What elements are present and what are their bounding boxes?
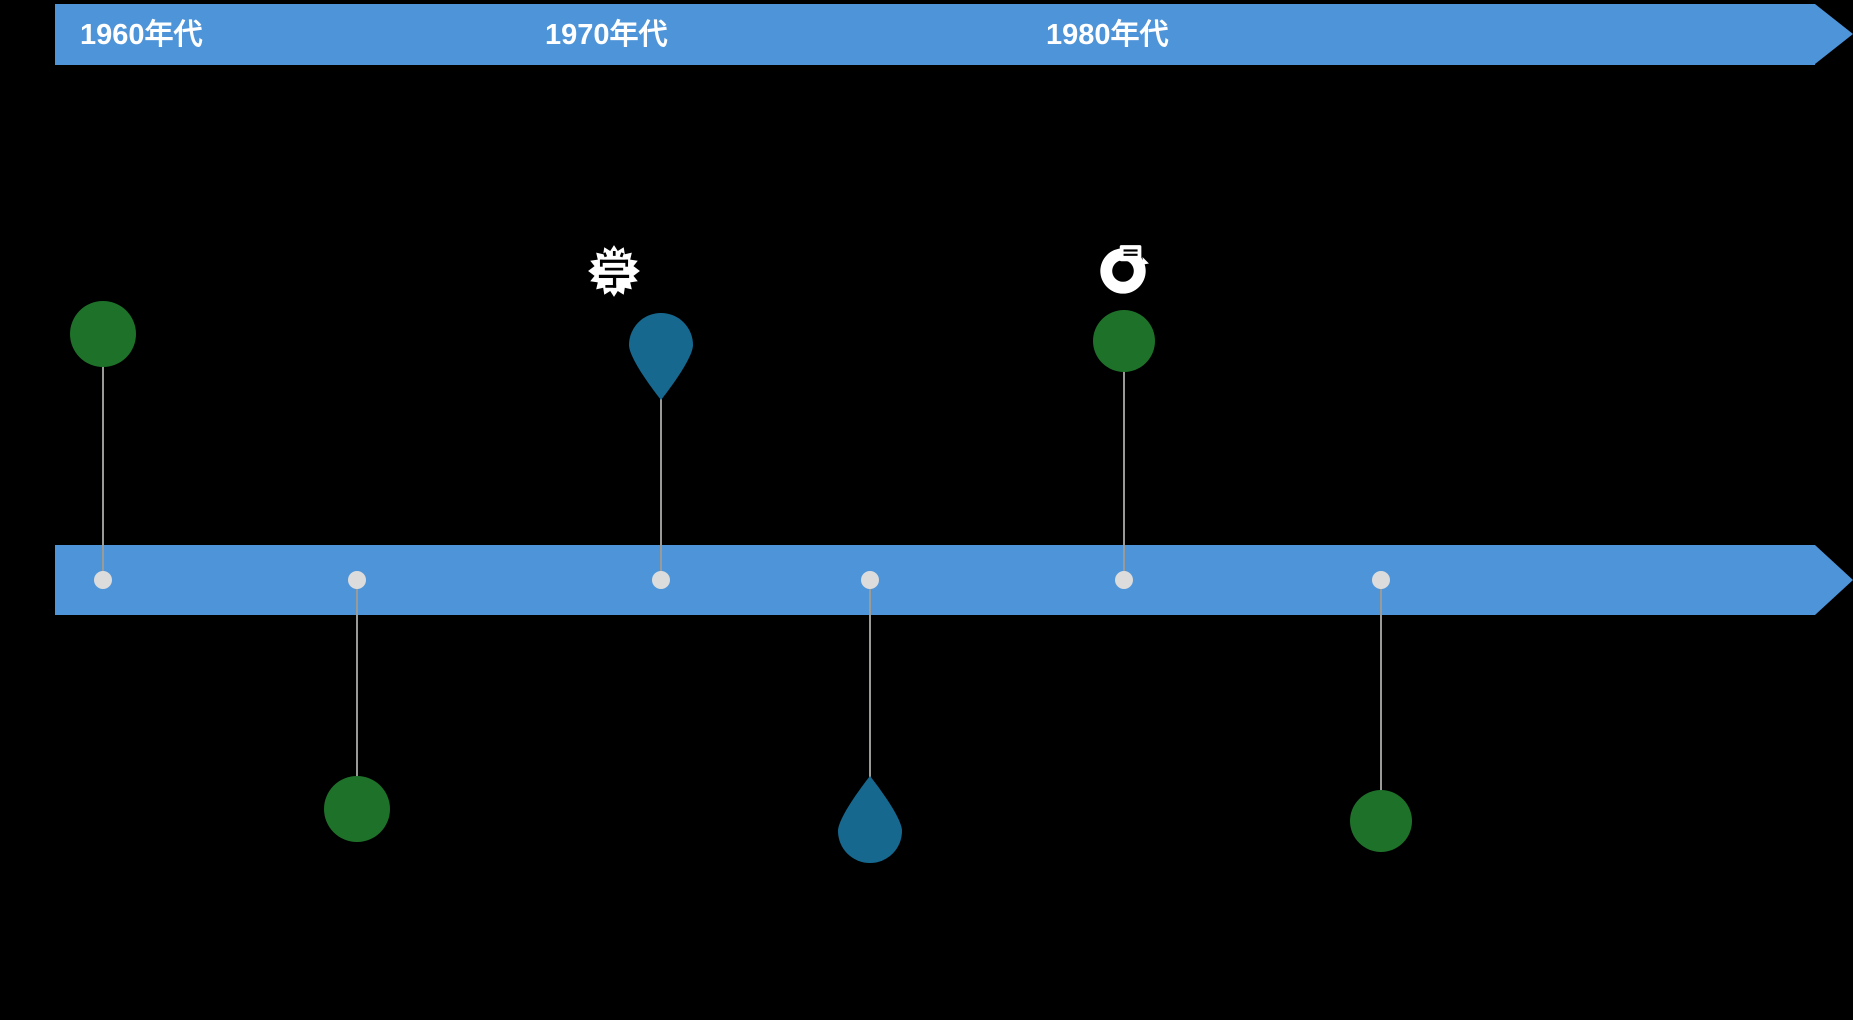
connector-stem-2 <box>356 580 358 820</box>
connector-stem-4 <box>869 580 871 780</box>
connector-stem-5 <box>1123 360 1125 580</box>
starburst-gaku-badge-icon <box>587 244 641 298</box>
teardrop-down-shape <box>629 313 693 400</box>
timeline-dot-4[interactable] <box>861 571 879 589</box>
era-header-bar <box>55 4 1815 65</box>
timeline-dot-2[interactable] <box>348 571 366 589</box>
timeline-dot-3[interactable] <box>652 571 670 589</box>
main-timeline-bar <box>55 545 1815 615</box>
timeline-node-2[interactable] <box>324 776 390 842</box>
teardrop-up-shape <box>838 776 902 863</box>
era-label-1: 1960年代 <box>80 19 203 51</box>
timeline-node-5[interactable] <box>1093 310 1155 372</box>
era-label-2: 1970年代 <box>545 19 668 51</box>
era-label-3: 1980年代 <box>1046 19 1169 51</box>
timeline-node-3[interactable] <box>626 312 696 400</box>
timeline-node-6[interactable] <box>1350 790 1412 852</box>
ring-document-shape <box>1100 245 1149 294</box>
starburst-gaku-badge-shape <box>588 245 640 297</box>
connector-stem-1 <box>102 348 104 580</box>
connector-stem-6 <box>1380 580 1382 852</box>
timeline-node-1[interactable] <box>70 301 136 367</box>
ring-document-icon <box>1096 244 1150 298</box>
timeline-dot-1[interactable] <box>94 571 112 589</box>
timeline-node-4[interactable] <box>834 774 906 864</box>
main-timeline-arrowhead <box>1815 545 1853 615</box>
era-header-bar-arrowhead <box>1815 4 1853 64</box>
timeline-dot-6[interactable] <box>1372 571 1390 589</box>
connector-stem-3 <box>660 392 662 580</box>
timeline-dot-5[interactable] <box>1115 571 1133 589</box>
